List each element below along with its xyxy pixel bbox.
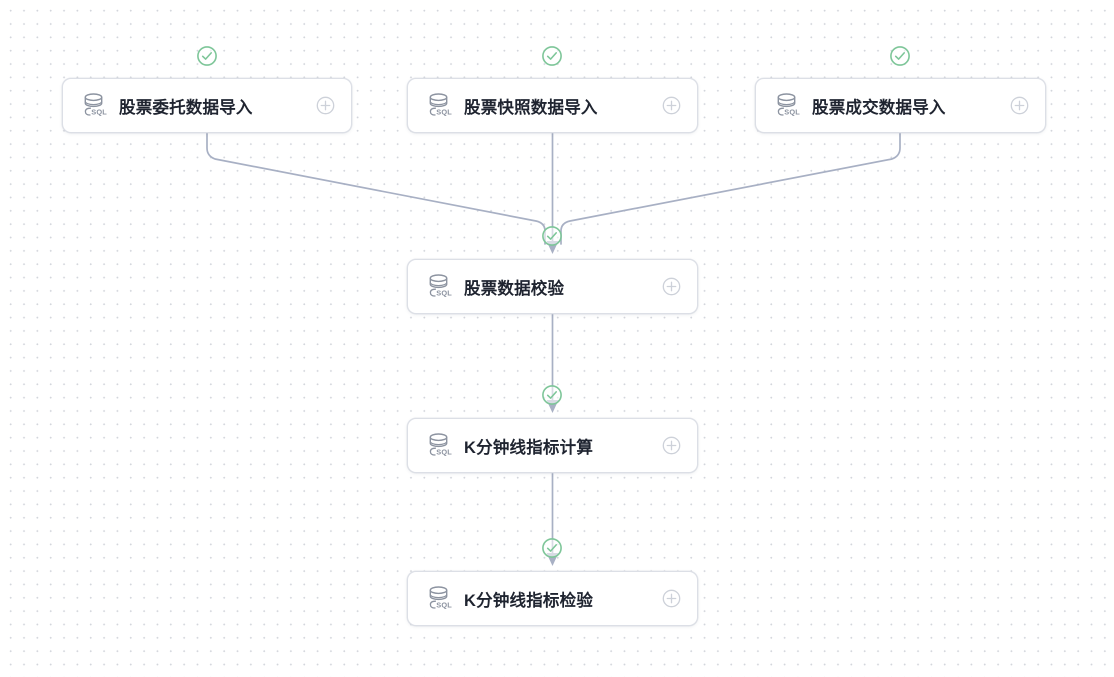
sql-database-icon: SQL: [426, 92, 452, 120]
node-label: 股票快照数据导入: [464, 98, 598, 117]
workflow-node-node-3[interactable]: SQL 股票成交数据导入: [755, 78, 1046, 133]
sql-database-icon: SQL: [426, 585, 452, 613]
check-circle-icon: [541, 384, 563, 406]
node-label: K分钟线指标检验: [464, 591, 594, 610]
svg-text:SQL: SQL: [91, 107, 107, 116]
check-circle-icon: [541, 537, 563, 559]
svg-text:SQL: SQL: [436, 107, 452, 116]
svg-text:SQL: SQL: [436, 288, 452, 297]
svg-text:SQL: SQL: [436, 447, 452, 456]
check-circle-icon: [889, 45, 911, 67]
workflow-node-node-5[interactable]: SQL K分钟线指标计算: [407, 418, 698, 473]
sql-database-icon: SQL: [774, 92, 800, 120]
plus-circle-icon[interactable]: [662, 277, 681, 296]
check-circle-icon: [196, 45, 218, 67]
plus-circle-icon[interactable]: [662, 436, 681, 455]
edge-node1-to-node4: [206, 132, 546, 245]
workflow-node-node-2[interactable]: SQL 股票快照数据导入: [407, 78, 698, 133]
node-label: K分钟线指标计算: [464, 438, 594, 457]
sql-database-icon: SQL: [426, 432, 452, 460]
svg-text:SQL: SQL: [784, 107, 800, 116]
plus-circle-icon[interactable]: [1010, 96, 1029, 115]
svg-text:SQL: SQL: [436, 600, 452, 609]
plus-circle-icon[interactable]: [662, 589, 681, 608]
workflow-node-node-6[interactable]: SQL K分钟线指标检验: [407, 571, 698, 626]
plus-circle-icon[interactable]: [662, 96, 681, 115]
check-circle-icon: [541, 45, 563, 67]
plus-circle-icon[interactable]: [316, 96, 335, 115]
sql-database-icon: SQL: [426, 273, 452, 301]
check-circle-icon: [541, 225, 563, 247]
workflow-node-node-4[interactable]: SQL 股票数据校验: [407, 259, 698, 314]
node-label: 股票委托数据导入: [119, 98, 253, 117]
sql-database-icon: SQL: [81, 92, 107, 120]
node-label: 股票成交数据导入: [812, 98, 946, 117]
workflow-node-node-1[interactable]: SQL 股票委托数据导入: [62, 78, 352, 133]
node-label: 股票数据校验: [464, 279, 565, 298]
edge-node3-to-node4: [560, 132, 901, 245]
